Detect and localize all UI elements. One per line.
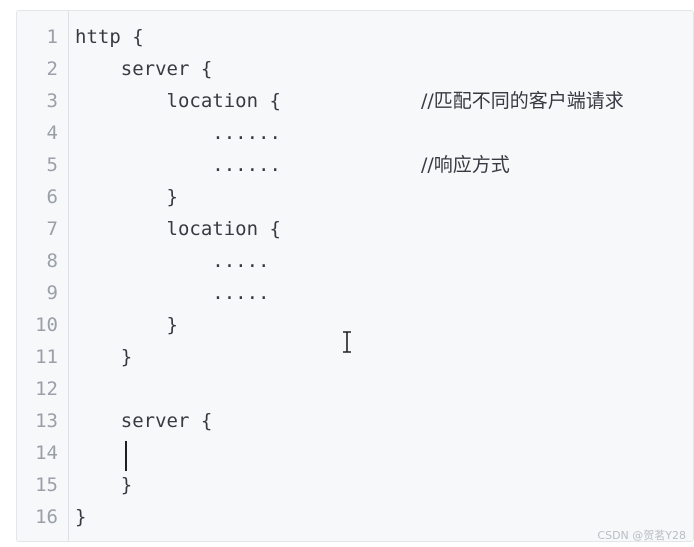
line-number: 16	[35, 506, 58, 528]
code-line: .....	[75, 282, 270, 304]
code-block[interactable]: 1 2 3 4 5 6 7 8 9 10 11 12 13 14 15 16 h…	[16, 10, 694, 542]
line-number: 9	[46, 282, 58, 304]
line-number: 3	[46, 90, 58, 112]
code-line: }	[75, 346, 133, 368]
code-line: }	[75, 474, 133, 496]
line-number-gutter: 1 2 3 4 5 6 7 8 9 10 11 12 13 14 15 16	[17, 11, 69, 541]
code-comment: //匹配不同的客户端请求	[421, 90, 624, 112]
line-number: 11	[35, 346, 58, 368]
line-number: 2	[46, 58, 58, 80]
line-number: 15	[35, 474, 58, 496]
line-number: 6	[46, 186, 58, 208]
line-number: 8	[46, 250, 58, 272]
line-number: 5	[46, 154, 58, 176]
code-line: location {	[75, 218, 281, 240]
line-number: 4	[46, 122, 58, 144]
line-number: 13	[35, 410, 58, 432]
code-line: server {	[75, 410, 213, 432]
code-comment: //响应方式	[421, 154, 510, 176]
code-line: }	[75, 314, 178, 336]
line-number: 1	[46, 26, 58, 48]
line-number: 12	[35, 378, 58, 400]
text-caret	[125, 441, 127, 471]
code-line: location {	[75, 90, 281, 112]
code-line: .....	[75, 250, 270, 272]
watermark: CSDN @贺茗Y28	[597, 529, 686, 542]
code-line: http {	[75, 26, 144, 48]
line-number: 10	[35, 314, 58, 336]
line-number: 14	[35, 442, 58, 464]
code-line: }	[75, 186, 178, 208]
code-line: server {	[75, 58, 213, 80]
code-line: }	[75, 506, 87, 528]
code-line: ......	[75, 122, 281, 144]
line-number: 7	[46, 218, 58, 240]
code-line: ......	[75, 154, 281, 176]
ibeam-cursor-icon	[343, 331, 351, 353]
